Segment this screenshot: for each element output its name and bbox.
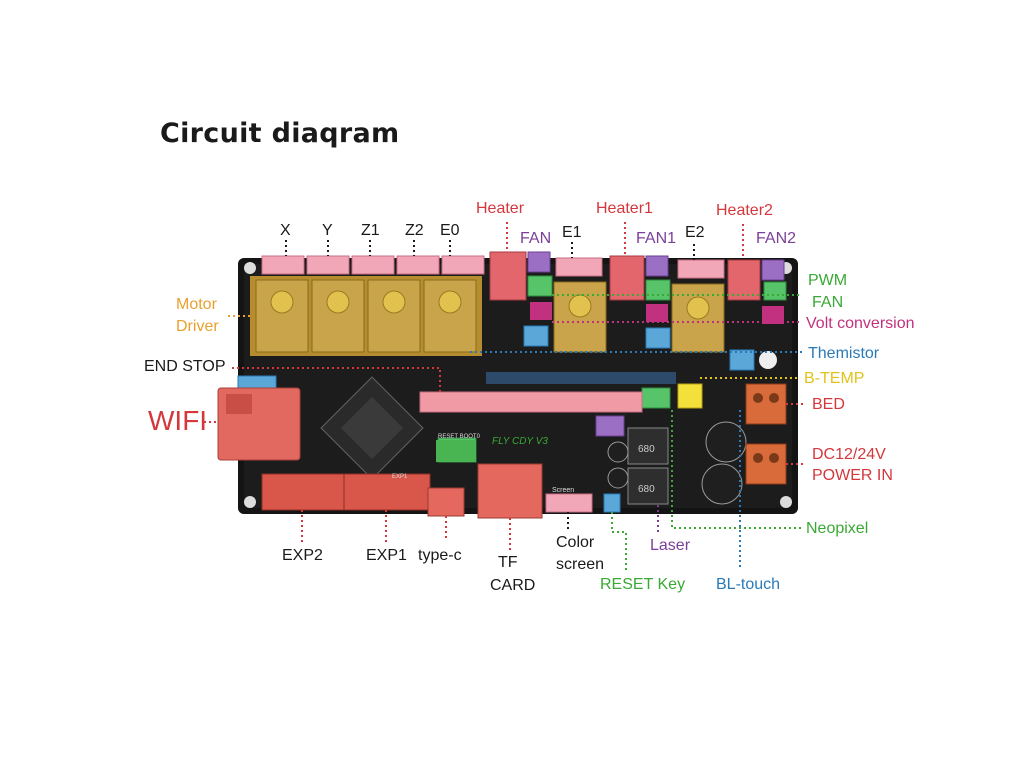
- label-bed: BED: [812, 396, 845, 413]
- label-laser: Laser: [650, 537, 691, 554]
- exp-connectors: [261, 473, 431, 511]
- wifi-module: [217, 387, 301, 461]
- label-pwm: PWM: [808, 272, 848, 289]
- label-y: Y: [322, 222, 333, 239]
- label-endstop: END STOP: [144, 358, 226, 375]
- capacitors: [607, 421, 747, 505]
- label-pwm-fan: FAN: [812, 294, 844, 311]
- inductors: [627, 427, 669, 505]
- label-exp2: EXP2: [282, 547, 323, 564]
- inductor-label-2: 680: [638, 484, 655, 495]
- board-name-silk: FLY CDY V3: [492, 436, 548, 447]
- label-exp1: EXP1: [366, 547, 407, 564]
- label-screen: screen: [556, 556, 605, 573]
- label-power-in: POWER IN: [812, 467, 893, 484]
- leader-lines: [204, 222, 806, 572]
- btemp-connector: [677, 383, 703, 409]
- label-z1: Z1: [361, 222, 380, 239]
- heater-terminals: [489, 251, 761, 301]
- label-tf: TF: [498, 554, 518, 571]
- power-terminals: [745, 383, 787, 485]
- label-reset-key: RESET Key: [600, 576, 686, 593]
- type-c-port: [427, 487, 465, 517]
- exp1-silk: EXP1: [392, 474, 408, 480]
- label-heater: Heater: [476, 200, 525, 217]
- label-wifi: WIFI: [148, 405, 208, 436]
- label-neopixel: Neopixel: [806, 520, 869, 537]
- label-e0: E0: [440, 222, 460, 239]
- label-fan1: FAN1: [636, 230, 677, 247]
- diagram-title: Circuit diaqram: [160, 118, 400, 149]
- motor-connectors: [261, 255, 725, 279]
- motor-drivers: [250, 276, 725, 356]
- label-bl-touch: BL-touch: [716, 576, 781, 593]
- reset-boot-buttons: [436, 440, 476, 462]
- reset-boot-silk: RESET BOOT0: [438, 434, 481, 440]
- label-card: CARD: [490, 577, 536, 594]
- inductor-label-1: 680: [638, 444, 655, 455]
- endstop-strip: [419, 391, 643, 413]
- label-color: Color: [556, 534, 595, 551]
- label-volt-conversion: Volt conversion: [806, 315, 915, 332]
- label-driver: Driver: [176, 318, 219, 335]
- small-connector-row: [486, 372, 676, 384]
- label-dc: DC12/24V: [812, 446, 886, 463]
- label-heater1: Heater1: [596, 200, 653, 217]
- label-e2: E2: [685, 224, 705, 241]
- mcu-chip: [320, 376, 424, 480]
- label-type-c: type-c: [418, 547, 462, 564]
- thermistor-connectors: [237, 325, 755, 513]
- label-z2: Z2: [405, 222, 424, 239]
- laser-connector: [595, 415, 625, 437]
- fan-connectors: [527, 251, 785, 281]
- label-motor: Motor: [176, 296, 217, 313]
- label-fan: FAN: [520, 230, 552, 247]
- label-x: X: [280, 222, 291, 239]
- label-heater2: Heater2: [716, 202, 773, 219]
- tf-card-slot: [477, 463, 543, 519]
- screen-connector: [545, 493, 593, 513]
- label-e1: E1: [562, 224, 582, 241]
- label-fan2: FAN2: [756, 230, 797, 247]
- label-btemp: B-TEMP: [804, 370, 865, 387]
- label-themistor: Themistor: [808, 345, 880, 362]
- volt-conversion-jumpers: [530, 302, 784, 324]
- screen-silk: Screen: [552, 487, 574, 494]
